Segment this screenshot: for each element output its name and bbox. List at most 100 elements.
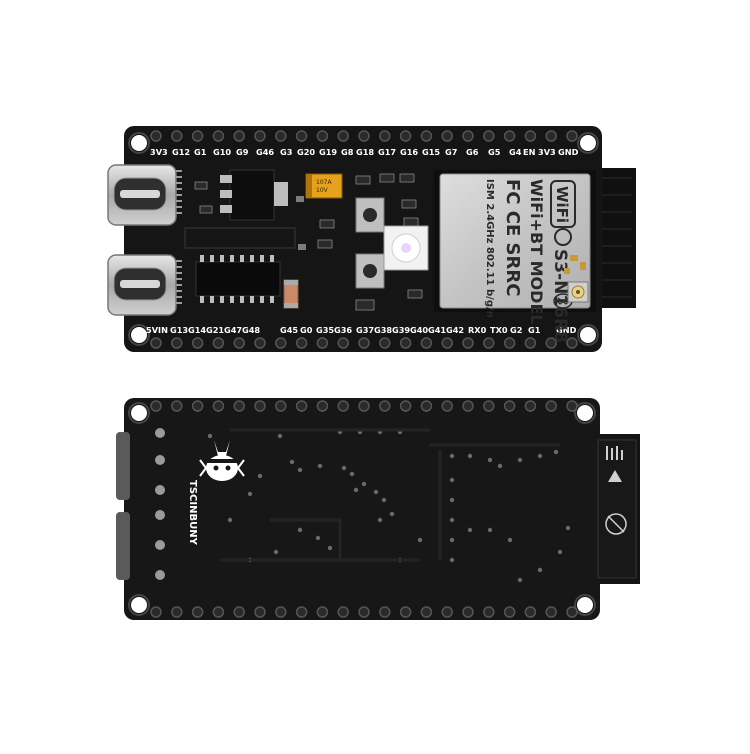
header-pin [441, 606, 453, 618]
pin-label: G5 [488, 147, 501, 157]
header-pin [545, 130, 557, 142]
pin-label: G42 [446, 325, 464, 335]
chip-leg [240, 255, 244, 262]
header-pin [524, 337, 537, 349]
header-pin [545, 400, 557, 412]
header-pin [503, 400, 516, 412]
pin-label: G15 [422, 147, 440, 157]
header-pin [212, 400, 225, 412]
header-pin [254, 606, 266, 618]
pin-label: G16 [400, 147, 418, 157]
via [537, 453, 543, 459]
header-pin [337, 606, 349, 618]
via [353, 487, 359, 493]
pin-label: G12 [172, 147, 190, 157]
brand-name: TSCINBUNY [187, 480, 198, 546]
header-pin [295, 606, 308, 618]
header-pin [503, 606, 516, 618]
header-pin [275, 606, 287, 618]
pin-label: G47 [224, 325, 242, 335]
header-pin [441, 130, 453, 142]
via [517, 577, 523, 583]
via [449, 497, 455, 503]
header-pin [191, 606, 204, 618]
header-pin [337, 337, 349, 349]
pin-label: G17 [378, 147, 396, 157]
ceramic-capacitor [283, 279, 299, 309]
pin-label: G10 [213, 147, 231, 157]
header-pin [191, 400, 204, 412]
pin-label: G48 [242, 325, 260, 335]
voltage-regulator [220, 169, 288, 221]
header-pin [399, 606, 412, 618]
header-pin [483, 400, 495, 412]
header-pin [316, 130, 329, 142]
pin-label: GND [558, 147, 579, 157]
header-pin [379, 337, 391, 349]
tantalum-capacitor: 107A 10V [305, 173, 343, 199]
header-pin [420, 606, 433, 618]
bunny-logo [199, 440, 245, 481]
pin-label: TX0 [490, 325, 508, 335]
via [517, 457, 523, 463]
chip-leg [210, 296, 214, 303]
pin-label: G2 [510, 325, 522, 335]
header-pin [212, 606, 225, 618]
pin-label: G0 [300, 325, 313, 335]
pin-label: G14 [188, 325, 206, 335]
header-pin [358, 400, 370, 412]
via [257, 473, 263, 479]
header-pin [462, 130, 474, 142]
header-pin [483, 606, 495, 618]
wifi-logo: WiFi [550, 180, 576, 228]
header-pin [524, 130, 537, 142]
via [315, 535, 321, 541]
via [277, 433, 283, 439]
chip-leg [200, 255, 204, 262]
header-pin [420, 337, 433, 349]
usb-uart-chip [195, 255, 281, 303]
header-pin [399, 130, 412, 142]
header-pin [462, 400, 474, 412]
pin-label: G9 [236, 147, 249, 157]
usb-side-bottom [116, 512, 130, 580]
via [449, 477, 455, 483]
header-pin [399, 400, 412, 412]
pin-label: G19 [319, 147, 337, 157]
via [389, 511, 395, 517]
chip-leg [200, 296, 204, 303]
pin-label: G40 [410, 325, 428, 335]
via [227, 517, 233, 523]
header-pin [566, 337, 578, 349]
via [497, 463, 503, 469]
via [449, 537, 455, 543]
header-pin [316, 337, 329, 349]
usb-c-connector-bottom [107, 254, 177, 316]
board-front: 3V3 G12 G1 G10 G9 G46 G3 G20 G19 G8 G18 … [107, 126, 636, 352]
via [377, 517, 383, 523]
chip-leg [240, 296, 244, 303]
pin-label: GND [556, 325, 577, 335]
via [327, 545, 333, 551]
pin-label: G46 [256, 147, 274, 157]
header-pin [358, 606, 370, 618]
via [361, 481, 367, 487]
header-pin [524, 400, 537, 412]
module-wifi-bt: WiFi+BT MODEL [527, 179, 546, 325]
via [487, 527, 493, 533]
header-pin [358, 337, 370, 349]
back-test-pads [155, 428, 165, 580]
via [341, 465, 347, 471]
via [373, 489, 379, 495]
usb-c-connector-top [107, 164, 177, 226]
header-pin [275, 337, 287, 349]
header-pin [191, 130, 204, 142]
capacitor-marking: 107A [316, 179, 332, 186]
header-pin [337, 130, 349, 142]
chip-leg [270, 296, 274, 303]
espressif-logo-icon [554, 228, 572, 246]
via [553, 449, 559, 455]
pin-label: G1 [528, 325, 541, 335]
header-pin [566, 606, 578, 618]
header-pin [150, 400, 162, 412]
